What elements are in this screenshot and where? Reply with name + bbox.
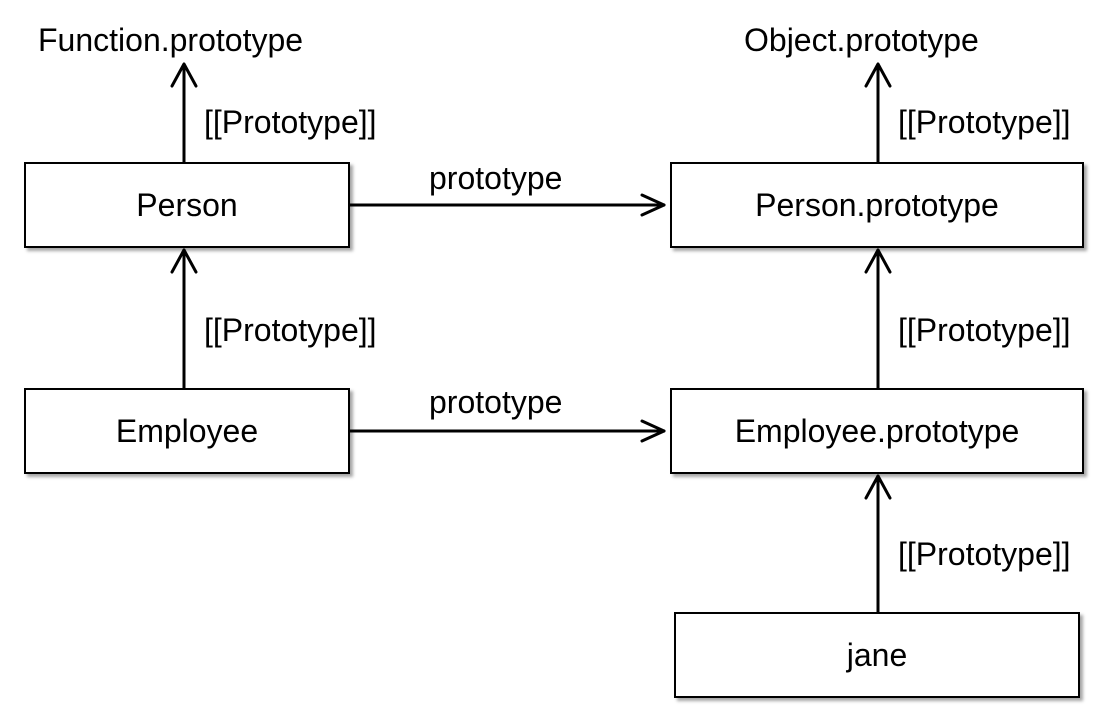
- edge-label-employee-to-employee-prototype: prototype: [429, 384, 563, 420]
- object-prototype-label: Object.prototype: [744, 22, 979, 58]
- employee-prototype-node: Employee.prototype: [670, 388, 1084, 474]
- edge-label-jane-to-employee-prototype: [[Prototype]]: [898, 536, 1071, 572]
- edge-jane-to-employee-prototype: [864, 474, 892, 614]
- edge-person-to-person-prototype: [348, 193, 666, 217]
- function-prototype-label: Function.prototype: [38, 22, 304, 58]
- edge-label-person-to-person-prototype: prototype: [429, 160, 563, 196]
- edge-person-prototype-to-object-prototype: [864, 62, 892, 164]
- person-prototype-node-label: Person.prototype: [755, 186, 999, 223]
- employee-node-label: Employee: [115, 412, 259, 449]
- edge-label-employee-to-person: [[Prototype]]: [204, 312, 377, 348]
- jane-node-label: jane: [846, 636, 908, 673]
- jane-node: jane: [674, 612, 1080, 698]
- edge-employee-prototype-to-person-prototype: [864, 248, 892, 390]
- edge-label-person-to-function-prototype: [[Prototype]]: [204, 104, 377, 140]
- employee-prototype-node-label: Employee.prototype: [734, 412, 1020, 449]
- edge-person-to-function-prototype: [170, 62, 198, 164]
- edge-label-person-prototype-to-object-prototype: [[Prototype]]: [898, 104, 1071, 140]
- edge-label-employee-prototype-to-person-prototype: [[Prototype]]: [898, 312, 1071, 348]
- person-prototype-node: Person.prototype: [670, 162, 1084, 248]
- edge-employee-to-person: [170, 248, 198, 390]
- person-node: Person: [24, 162, 350, 248]
- employee-node: Employee: [24, 388, 350, 474]
- person-node-label: Person: [136, 186, 238, 223]
- edge-employee-to-employee-prototype: [348, 419, 666, 443]
